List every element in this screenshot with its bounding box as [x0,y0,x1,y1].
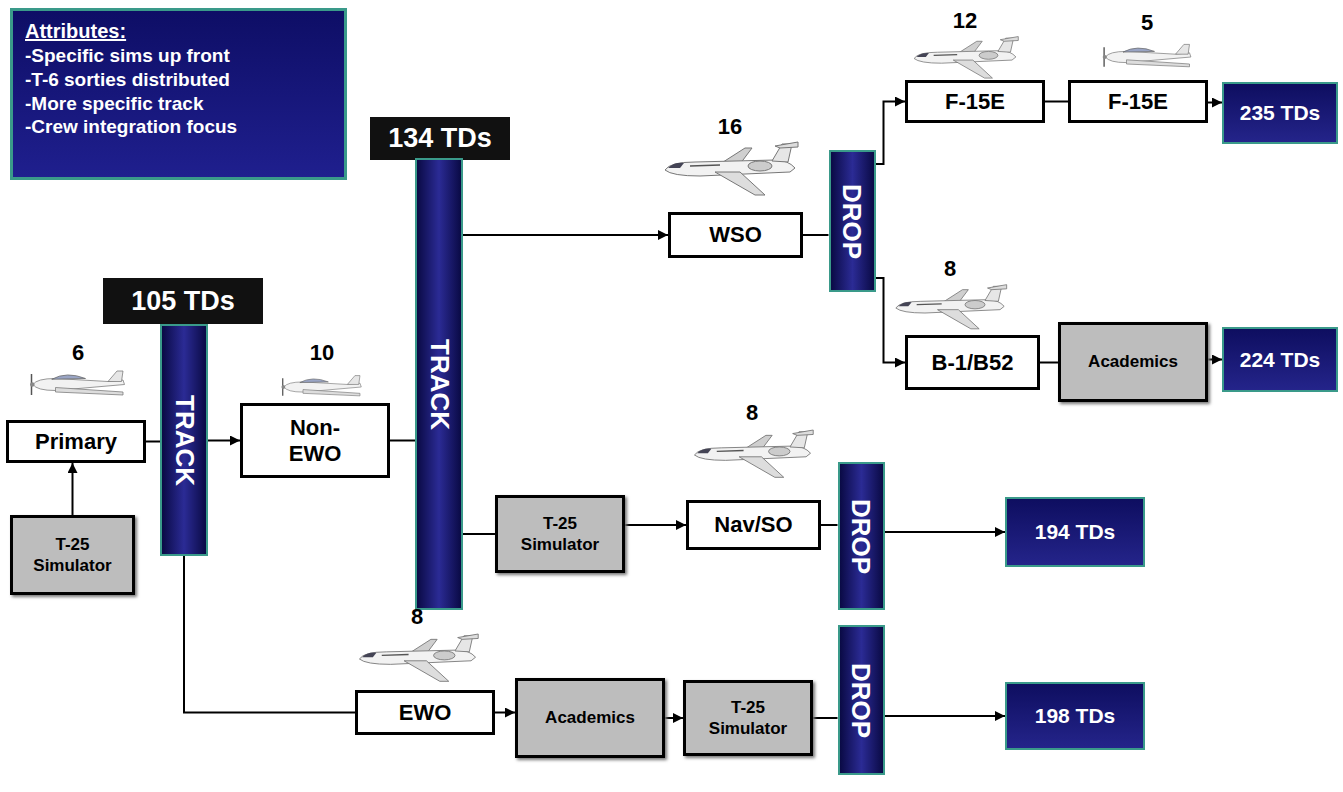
box-text: -T-6 sorties distributed [25,68,230,92]
box-label: TRACK [424,339,455,430]
phase-bar: DROP [838,625,885,775]
flow-connector [146,441,160,443]
flow-connector [1208,102,1222,104]
aircraft-icon [914,37,1018,79]
flow-connector [625,524,686,526]
box-label: WSO [709,222,762,247]
flow-connector [208,440,240,442]
course-box: F-15E [905,80,1045,123]
phase-bar: TRACK [415,158,463,610]
training-box: T-25 Simulator [495,495,625,573]
sortie-count: 12 [953,8,977,34]
aircraft-icon [665,142,798,195]
box-label: DROP [846,662,877,737]
flow-connector [821,524,838,526]
box-label: 235 TDs [1240,101,1321,125]
phase-bar: TRACK [160,324,208,556]
box-label: DROP [837,183,868,258]
flow-connector [463,533,495,535]
box-label: 134 TDs [388,123,492,154]
flow-connector [803,234,829,236]
flow-connector [1208,359,1222,361]
sortie-count: 16 [718,114,742,140]
total-tds-tag: 134 TDs [370,117,510,160]
box-label: Academics [1088,351,1178,372]
course-box: B-1/B52 [905,335,1040,390]
flow-connector [72,463,74,515]
aircraft-icon [30,371,125,395]
flow-connector [876,102,906,165]
course-box: EWO [355,690,495,735]
total-tds-tag: 105 TDs [103,278,263,324]
flow-connector [1040,362,1058,364]
flow-connector [1045,101,1068,103]
course-box: F-15E [1068,80,1208,123]
box-label: TRACK [169,395,200,486]
box-text: -Specific sims up front [25,44,230,68]
flow-connector [885,531,1006,533]
flow-connector [876,278,906,363]
box-label: Non- EWO [280,415,350,466]
aircraft-icon [281,376,361,396]
result-box: 194 TDs [1005,497,1145,567]
box-text: -Crew integration focus [25,115,237,139]
sortie-count: 5 [1141,10,1153,36]
box-label: F-15E [945,89,1005,114]
training-box: Academics [515,678,665,758]
box-label: 105 TDs [131,286,235,317]
phase-bar: DROP [829,150,876,292]
box-label: Attributes: [25,19,126,44]
box-label: EWO [399,700,452,725]
sortie-count: 10 [310,340,334,366]
result-box: 198 TDs [1005,682,1145,750]
box-label: B-1/B52 [932,350,1014,375]
sortie-count: 8 [944,256,956,282]
flow-connector [495,712,515,714]
phase-bar: DROP [838,462,885,610]
training-box: Academics [1058,322,1208,402]
attributes-panel: Attributes:-Specific sims up front-T-6 s… [10,8,347,180]
flow-connector [813,717,838,719]
flow-connector [463,234,668,236]
result-box: 224 TDs [1222,327,1338,392]
training-box: T-25 Simulator [683,680,813,756]
flow-connector [390,440,415,442]
aircraft-icon [1103,44,1191,66]
box-label: Academics [545,707,635,728]
course-box: Non- EWO [240,403,390,478]
flow-connector [184,556,355,713]
aircraft-icon [896,285,1007,329]
box-label: Primary [35,429,117,454]
box-label: 224 TDs [1240,348,1321,372]
result-box: 235 TDs [1222,82,1338,144]
box-label: 194 TDs [1035,520,1116,544]
flow-connector [665,717,683,719]
sortie-count: 8 [746,400,758,426]
box-label: DROP [846,498,877,573]
course-box: WSO [668,212,803,258]
box-label: T-25 Simulator [510,513,610,556]
sortie-count: 8 [411,604,423,630]
training-box: T-25 Simulator [10,515,135,595]
course-box: Nav/SO [686,500,821,550]
box-label: T-25 Simulator [23,534,123,577]
flow-connector [885,715,1006,717]
box-label: 198 TDs [1035,704,1116,728]
aircraft-icon [359,634,478,681]
box-label: Nav/SO [714,512,792,537]
box-text: -More specific track [25,92,203,116]
box-label: F-15E [1108,89,1168,114]
box-label: T-25 Simulator [698,697,798,740]
course-box: Primary [6,420,146,463]
aircraft-icon [694,430,813,477]
sortie-count: 6 [72,340,84,366]
